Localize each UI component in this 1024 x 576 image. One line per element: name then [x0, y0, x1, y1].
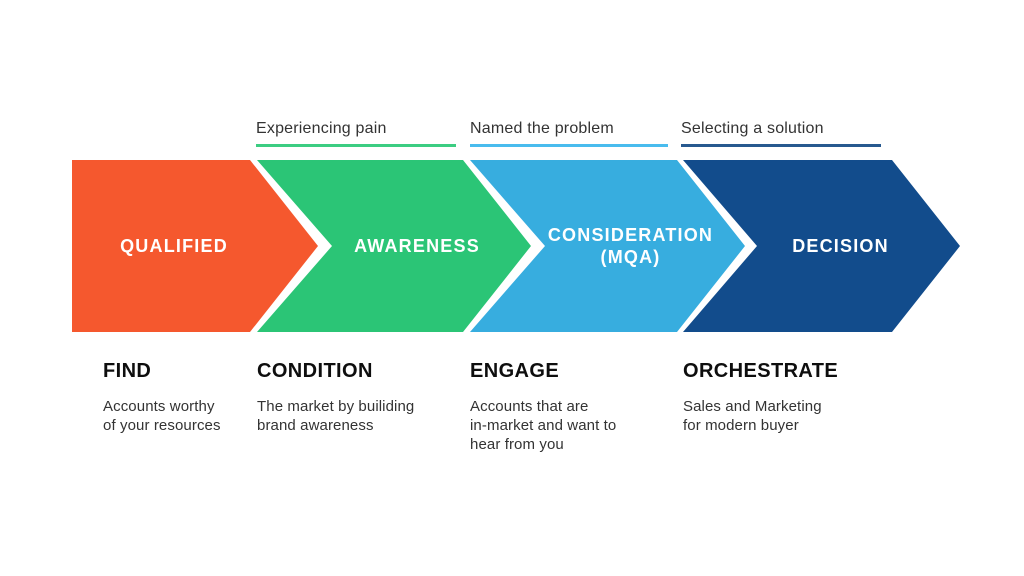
stage-detail-find: FIND Accounts worthy of your resources — [103, 361, 263, 435]
phase-label-named-the-problem: Named the problem — [470, 120, 668, 147]
stage-arrow-label: AWARENESS — [354, 236, 480, 256]
phase-label-text: Named the problem — [470, 120, 614, 137]
stage-detail-condition: CONDITION The market by builiding brand … — [257, 361, 457, 435]
stage-detail-orchestrate: ORCHESTRATE Sales and Marketing for mode… — [683, 361, 893, 435]
phase-label-text: Experiencing pain — [256, 120, 387, 137]
stage-description: The market by builiding brand awareness — [257, 398, 415, 434]
phase-label-text: Selecting a solution — [681, 120, 824, 137]
phase-label-selecting-a-solution: Selecting a solution — [681, 120, 881, 147]
stage-heading: ENGAGE — [470, 360, 560, 382]
stage-description: Sales and Marketing for modern buyer — [683, 398, 822, 434]
stage-heading: CONDITION — [257, 360, 373, 382]
stage-heading: FIND — [103, 360, 152, 382]
stage-description: Accounts worthy of your resources — [103, 398, 221, 434]
phase-label-experiencing-pain: Experiencing pain — [256, 120, 456, 147]
stage-arrow-label: QUALIFIED — [120, 236, 228, 256]
stage-arrow-label: CONSIDERATION (MQA) — [547, 225, 714, 267]
stage-description: Accounts that are in-market and want to … — [470, 398, 617, 453]
stage-detail-engage: ENGAGE Accounts that are in-market and w… — [470, 361, 660, 454]
stage-heading: ORCHESTRATE — [683, 360, 839, 382]
stage-arrow-label: DECISION — [792, 236, 889, 256]
